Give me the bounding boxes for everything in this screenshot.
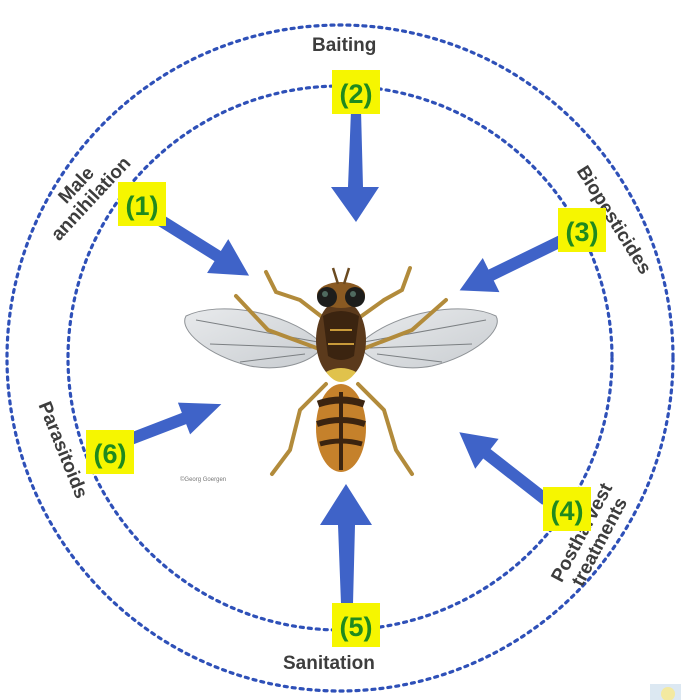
image-credit: ©Georg Goergen — [180, 476, 226, 483]
number-2: (2) — [340, 79, 373, 109]
number-badge-2: (2) — [332, 70, 380, 114]
number-badge-5: (5) — [332, 603, 380, 647]
number-6: (6) — [94, 439, 127, 469]
arrow-biopesticides-icon — [451, 223, 571, 308]
label-sanitation: Sanitation — [283, 653, 375, 674]
arrow-baiting-icon — [331, 110, 379, 222]
number-3: (3) — [566, 217, 599, 247]
fruit-fly-icon — [185, 268, 498, 474]
arrow-sanitation-icon — [320, 484, 372, 604]
number-1: (1) — [126, 191, 159, 221]
number-badge-1: (1) — [118, 182, 166, 226]
number-badge-6: (6) — [86, 430, 134, 474]
arrow-postharvest-icon — [448, 417, 558, 515]
number-badge-4: (4) — [543, 487, 591, 531]
label-baiting: Baiting — [312, 35, 376, 56]
number-4: (4) — [551, 496, 584, 526]
arrow-parasitoids-icon — [122, 388, 228, 456]
number-badge-3: (3) — [558, 208, 606, 252]
number-5: (5) — [340, 612, 373, 642]
